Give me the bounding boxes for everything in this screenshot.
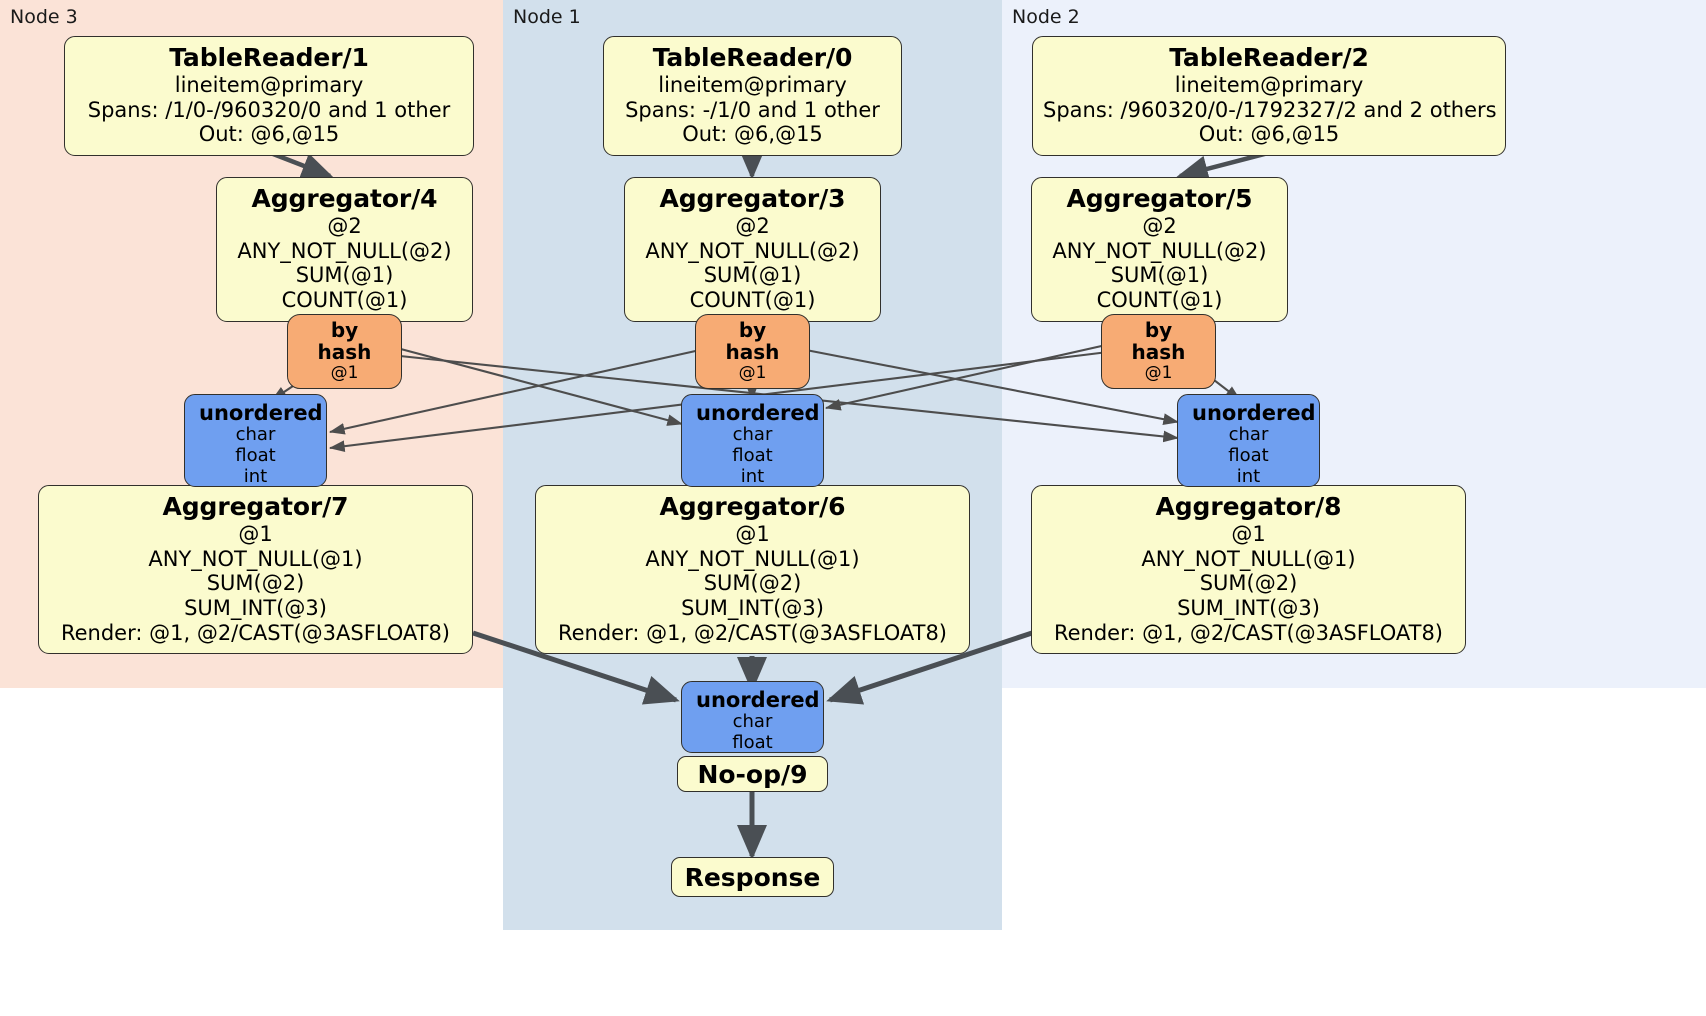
synchronizer-type-2: int [1236,465,1261,487]
processor-title: Aggregator/4 [251,184,438,213]
router-column: @1 [1144,362,1173,383]
processor-title: Response [684,862,821,892]
processor-aggregator-8[interactable]: Aggregator/8 @1 ANY_NOT_NULL(@1) SUM(@2)… [1031,485,1466,655]
processor-detail-agg-2: COUNT(@1) [281,287,408,312]
processor-response[interactable]: Response [671,857,834,897]
processor-detail-agg-1: SUM(@2) [1199,571,1298,596]
synchronizer-title: unordered [199,401,323,425]
processor-title: Aggregator/7 [162,492,349,521]
router-title: by hash [1131,318,1186,365]
processor-title: TableReader/1 [169,43,369,72]
processor-detail-render: Render: @1, @2/CAST(@3ASFLOAT8) [557,620,948,645]
synchronizer-unordered-center[interactable]: unordered char float int [681,394,824,487]
processor-detail-agg-2: SUM_INT(@3) [681,595,824,620]
processor-detail-table: lineitem@primary [658,73,847,98]
processor-aggregator-4[interactable]: Aggregator/4 @2 ANY_NOT_NULL(@2) SUM(@1)… [216,177,473,322]
router-column: @1 [738,362,767,383]
processor-detail-agg-1: SUM(@1) [295,263,394,288]
processor-detail-out: Out: @6,@15 [198,122,340,147]
router-column: @1 [330,362,359,383]
processor-aggregator-5[interactable]: Aggregator/5 @2 ANY_NOT_NULL(@2) SUM(@1)… [1031,177,1288,322]
processor-detail-out: Out: @6,@15 [682,122,823,147]
node-panel-label-node3: Node 3 [10,6,78,28]
processor-aggregator-7[interactable]: Aggregator/7 @1 ANY_NOT_NULL(@1) SUM(@2)… [38,485,473,655]
processor-table-reader-1[interactable]: TableReader/1 lineitem@primary Spans: /1… [64,36,474,156]
processor-table-reader-2[interactable]: TableReader/2 lineitem@primary Spans: /9… [1032,36,1506,156]
synchronizer-unordered-final[interactable]: unordered char float [681,681,824,753]
synchronizer-title: unordered [696,688,820,712]
synchronizer-type-1: float [1228,444,1269,466]
processor-aggregator-3[interactable]: Aggregator/3 @2 ANY_NOT_NULL(@2) SUM(@1)… [624,177,881,322]
processor-detail-agg-1: SUM(@2) [703,571,802,596]
processor-detail-agg-0: ANY_NOT_NULL(@2) [645,238,860,263]
processor-detail-agg-1: SUM(@1) [1110,263,1209,288]
synchronizer-title: unordered [696,401,820,425]
synchronizer-type-0: char [1228,424,1269,446]
processor-detail-render: Render: @1, @2/CAST(@3ASFLOAT8) [60,620,451,645]
processor-title: No-op/9 [697,759,808,789]
processor-detail-groupcols: @2 [327,214,362,239]
router-by-hash-center[interactable]: by hash @1 [695,314,810,389]
processor-detail-groupcols: @2 [735,214,770,239]
processor-detail-agg-2: COUNT(@1) [1096,287,1223,312]
processor-detail-agg-0: ANY_NOT_NULL(@1) [1141,546,1356,571]
processor-detail-agg-0: ANY_NOT_NULL(@2) [237,238,452,263]
processor-detail-agg-0: ANY_NOT_NULL(@1) [645,546,860,571]
processor-detail-groupcols: @1 [735,522,770,547]
processor-detail-agg-2: COUNT(@1) [689,287,816,312]
processor-detail-out: Out: @6,@15 [1198,122,1340,147]
synchronizer-title: unordered [1192,401,1316,425]
processor-detail-render: Render: @1, @2/CAST(@3ASFLOAT8) [1053,620,1444,645]
node-panel-label-node1: Node 1 [513,6,581,28]
processor-title: Aggregator/8 [1155,492,1342,521]
processor-title: Aggregator/3 [659,184,846,213]
processor-detail-agg-0: ANY_NOT_NULL(@1) [148,546,363,571]
router-by-hash-left[interactable]: by hash @1 [287,314,402,389]
processor-detail-agg-1: SUM(@1) [703,263,802,288]
synchronizer-type-2: int [740,465,765,487]
processor-detail-spans: Spans: -/1/0 and 1 other [625,97,880,122]
processor-detail-table: lineitem@primary [174,73,364,98]
router-title: by hash [317,318,372,365]
processor-table-reader-0[interactable]: TableReader/0 lineitem@primary Spans: -/… [603,36,902,156]
router-title: by hash [725,318,780,365]
processor-title: TableReader/2 [1169,43,1369,72]
processor-detail-agg-2: SUM_INT(@3) [1177,595,1320,620]
processor-detail-agg-1: SUM(@2) [206,571,305,596]
processor-detail-spans: Spans: /960320/0-/1792327/2 and 2 others [1043,97,1497,122]
synchronizer-type-0: char [732,711,773,733]
router-by-hash-right[interactable]: by hash @1 [1101,314,1216,389]
processor-detail-agg-0: ANY_NOT_NULL(@2) [1052,238,1267,263]
processor-title: Aggregator/5 [1066,184,1253,213]
synchronizer-type-1: float [235,444,276,466]
synchronizer-type-1: float [732,444,773,466]
processor-title: Aggregator/6 [659,492,846,521]
processor-title: TableReader/0 [652,43,853,72]
synchronizer-type-2: int [243,465,268,487]
processor-aggregator-6[interactable]: Aggregator/6 @1 ANY_NOT_NULL(@1) SUM(@2)… [535,485,970,655]
processor-detail-table: lineitem@primary [1174,73,1364,98]
processor-no-op-9[interactable]: No-op/9 [677,756,828,792]
processor-detail-groupcols: @1 [1231,522,1266,547]
synchronizer-unordered-right[interactable]: unordered char float int [1177,394,1320,487]
processor-detail-groupcols: @1 [238,522,273,547]
processor-detail-spans: Spans: /1/0-/960320/0 and 1 other [87,97,451,122]
synchronizer-type-1: float [732,731,773,753]
synchronizer-type-0: char [732,424,773,446]
processor-detail-agg-2: SUM_INT(@3) [184,595,327,620]
node-panel-label-node2: Node 2 [1012,6,1080,28]
synchronizer-unordered-left[interactable]: unordered char float int [184,394,327,487]
synchronizer-type-0: char [235,424,276,446]
processor-detail-groupcols: @2 [1142,214,1177,239]
